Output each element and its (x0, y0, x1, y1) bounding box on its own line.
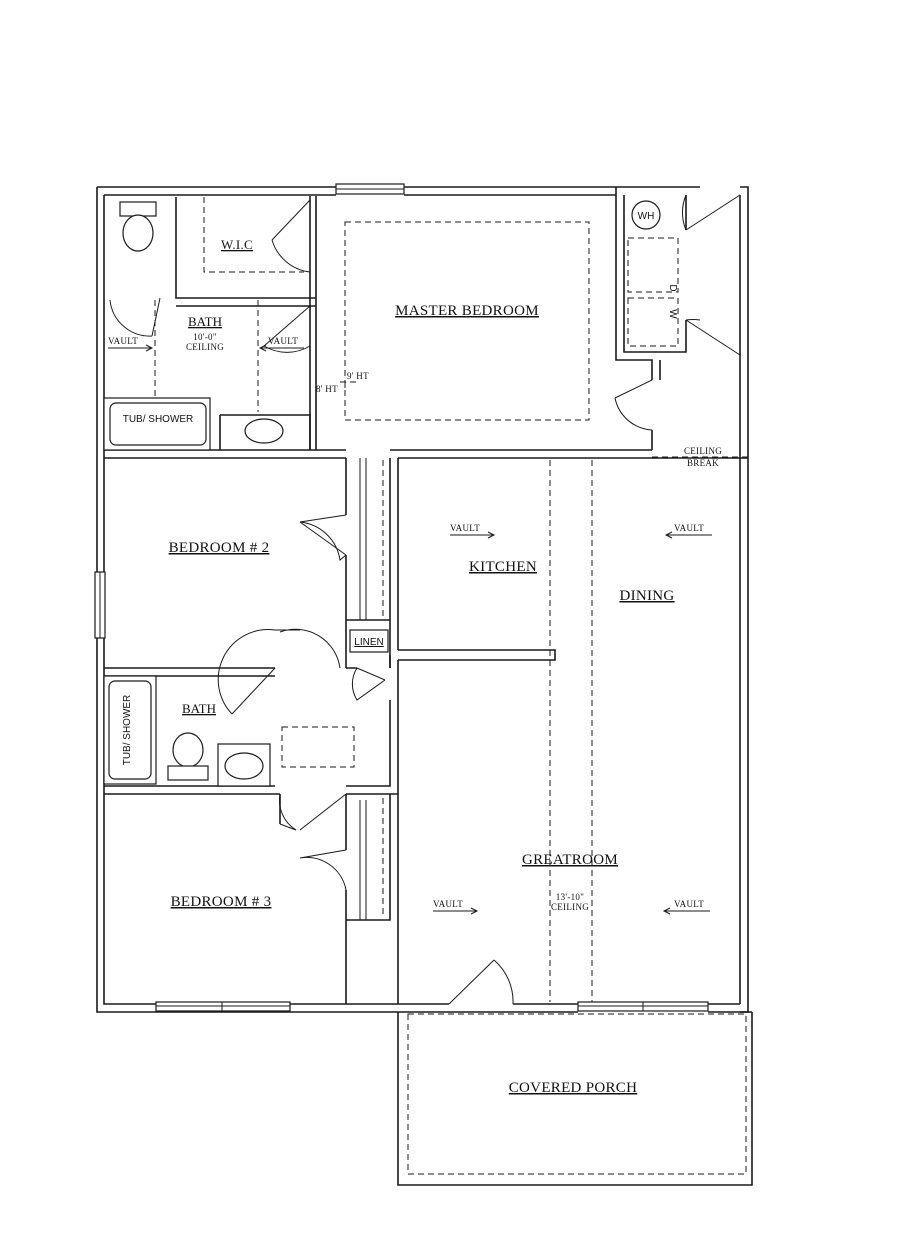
height-note: 9' HT (347, 371, 369, 381)
vault-arrow: VAULT (450, 523, 496, 539)
vault-annotations: VAULT VAULT VAULT VAULT VAULT VAULT CEIL… (108, 336, 722, 915)
room-labels: W.I.C MASTER BEDROOM BATH 10'-0" CEILING… (169, 237, 675, 1096)
toilet-icon (167, 732, 209, 781)
svg-text:VAULT: VAULT (674, 523, 704, 533)
svg-text:VAULT: VAULT (433, 899, 463, 909)
vault-arrow: VAULT (664, 523, 712, 539)
room-label-greatroom: GREATROOM (522, 852, 618, 868)
ceiling-note: CEILING (551, 902, 589, 912)
room-label-linen: LINEN (354, 637, 383, 648)
fixtures: TUB/ SHOWER WH D W TUB/ SHOWER (103, 200, 679, 787)
tub-icon: TUB/ SHOWER (103, 675, 157, 785)
room-label-covered-porch: COVERED PORCH (509, 1080, 638, 1096)
vault-arrow: VAULT (662, 899, 710, 915)
washer-icon: W (627, 297, 679, 347)
room-label-bedroom-2: BEDROOM # 2 (169, 540, 270, 556)
ceiling-break-label: CEILING (684, 446, 722, 456)
room-label-wic: W.I.C (221, 237, 253, 252)
vault-arrow: VAULT (258, 336, 304, 352)
vault-arrow: VAULT (108, 336, 154, 352)
sink-icon (217, 743, 271, 787)
svg-text:WH: WH (638, 211, 655, 222)
room-label-kitchen: KITCHEN (469, 559, 537, 575)
tub-icon: TUB/ SHOWER (103, 397, 211, 451)
height-note: 8' HT (316, 384, 338, 394)
closet-shelving (203, 197, 384, 920)
room-label-dining: DINING (619, 588, 674, 604)
svg-text:TUB/ SHOWER: TUB/ SHOWER (123, 414, 194, 425)
ceiling-lines (154, 221, 748, 1175)
ceiling-note: 13'-10" (556, 892, 584, 902)
svg-text:TUB/ SHOWER: TUB/ SHOWER (122, 695, 133, 766)
svg-text:VAULT: VAULT (108, 336, 138, 346)
svg-text:VAULT: VAULT (674, 899, 704, 909)
svg-text:W: W (667, 309, 678, 319)
water-heater-icon: WH (631, 200, 661, 230)
svg-text:D: D (667, 284, 678, 291)
toilet-icon (119, 201, 157, 252)
svg-text:VAULT: VAULT (450, 523, 480, 533)
room-label-master-bedroom: MASTER BEDROOM (395, 303, 539, 319)
svg-text:VAULT: VAULT (268, 336, 298, 346)
room-label-master-bath: BATH (188, 314, 222, 329)
ceiling-note: 10'-0" (193, 332, 217, 342)
vault-arrow: VAULT (433, 899, 479, 915)
ceiling-break-label: BREAK (687, 458, 719, 468)
dryer-icon: D (627, 237, 679, 293)
sink-icon (244, 418, 284, 444)
room-label-bedroom-3: BEDROOM # 3 (171, 894, 272, 910)
windows (94, 183, 709, 1012)
room-label-bath-2: BATH (182, 701, 216, 716)
ceiling-note: CEILING (186, 342, 224, 352)
